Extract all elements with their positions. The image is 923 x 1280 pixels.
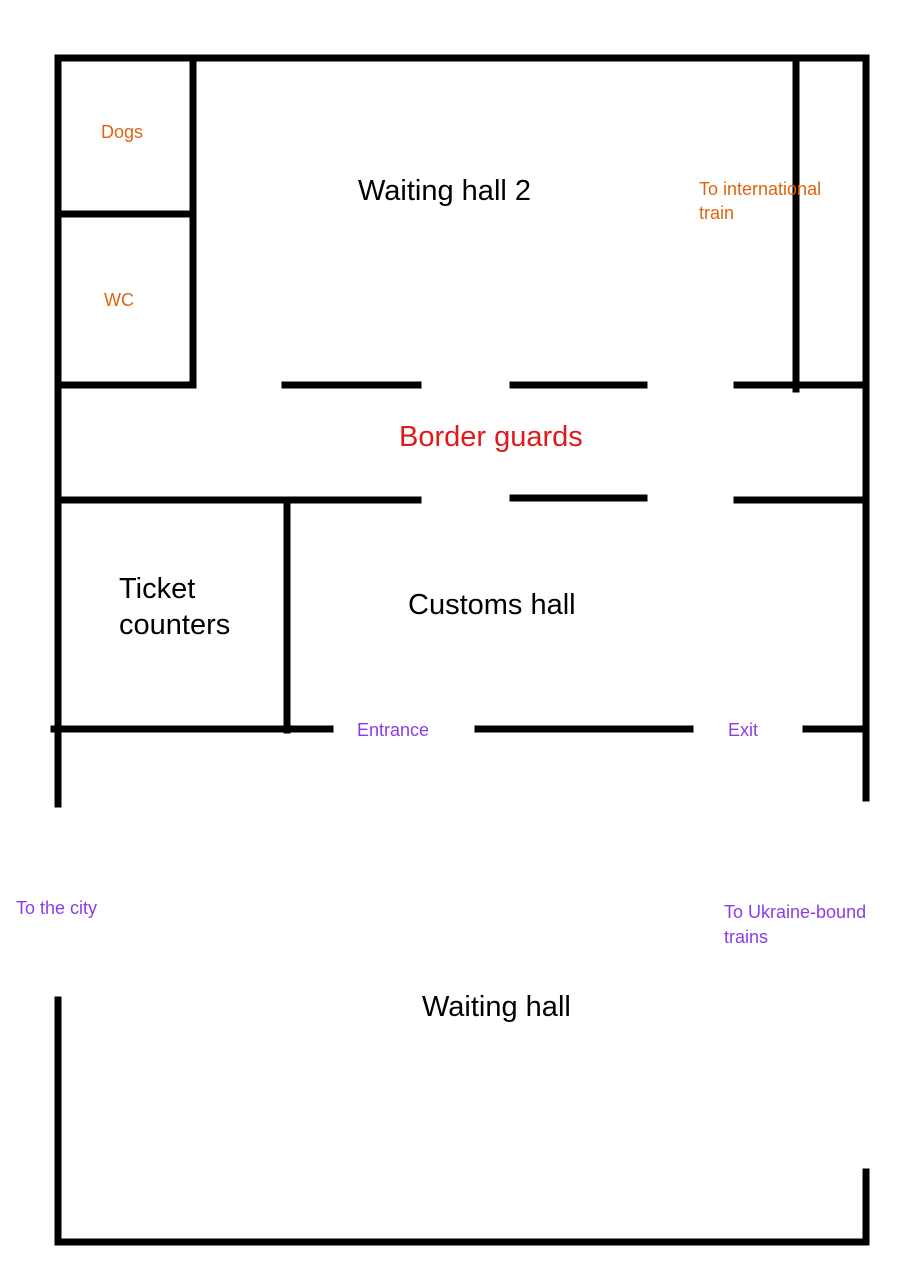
exit-label: Exit <box>728 720 758 740</box>
wc-label: WC <box>104 290 134 310</box>
international-train-label-line2: train <box>699 203 734 223</box>
to-city-label: To the city <box>16 898 97 918</box>
waiting-hall-label: Waiting hall <box>422 991 571 1023</box>
international-train-label-line1: To international <box>699 179 821 199</box>
entrance-label: Entrance <box>357 720 429 740</box>
walls <box>50 54 870 1246</box>
ukraine-trains-label-line1: To Ukraine-bound <box>724 902 866 922</box>
waiting-hall-2-label: Waiting hall 2 <box>358 175 531 207</box>
customs-hall-label: Customs hall <box>408 589 576 621</box>
ticket-counters-label-line1: Ticket <box>119 573 195 605</box>
border-guards-label: Border guards <box>399 421 583 453</box>
ukraine-trains-label-line2: trains <box>724 927 768 947</box>
dogs-label: Dogs <box>101 122 143 142</box>
ticket-counters-label-line2: counters <box>119 609 230 641</box>
